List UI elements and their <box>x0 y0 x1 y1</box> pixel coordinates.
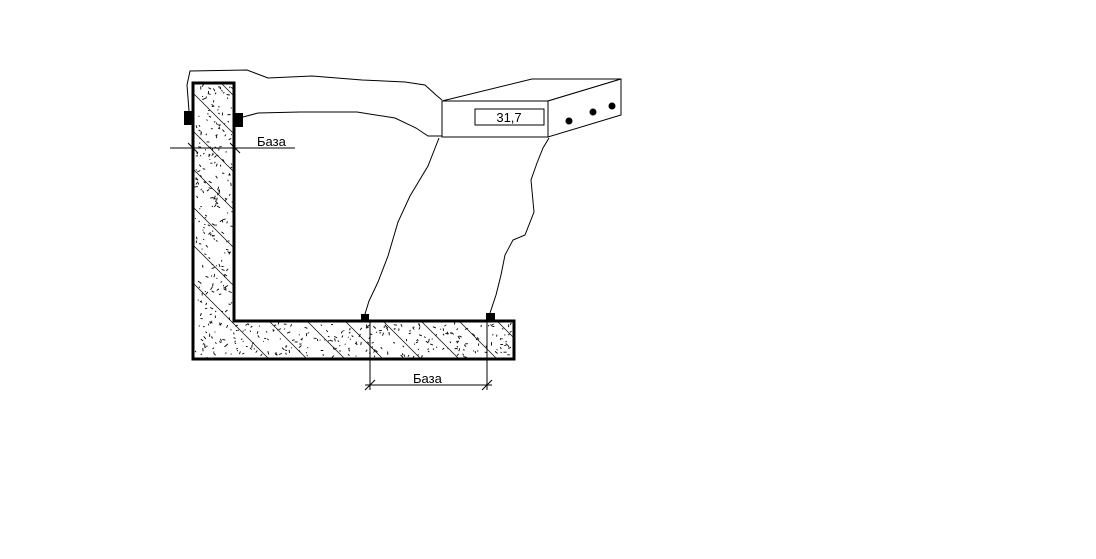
sensor-bottom-left <box>361 314 369 322</box>
device-port-3 <box>608 102 616 110</box>
wire-to-bottom-left <box>364 137 440 315</box>
device-reading: 31,7 <box>496 110 521 125</box>
base-label-vertical: База <box>257 134 287 149</box>
wire-top <box>186 69 443 112</box>
sensor-bottom-right <box>486 313 495 321</box>
wires <box>186 69 550 315</box>
measuring-device: 31,7 <box>441 78 622 138</box>
concrete-outline <box>191 81 516 361</box>
device-port-2 <box>589 108 597 116</box>
sensor-left-outer <box>184 111 193 125</box>
base-dimension-vertical: База <box>170 134 295 154</box>
base-label-horizontal: База <box>413 371 443 386</box>
wire-inner <box>242 111 442 137</box>
base-dimension-horizontal: База <box>364 322 493 391</box>
sensor-left-inner <box>234 113 243 127</box>
device-port-1 <box>565 117 573 125</box>
wire-to-bottom-right <box>489 137 550 314</box>
device-display <box>474 108 545 126</box>
